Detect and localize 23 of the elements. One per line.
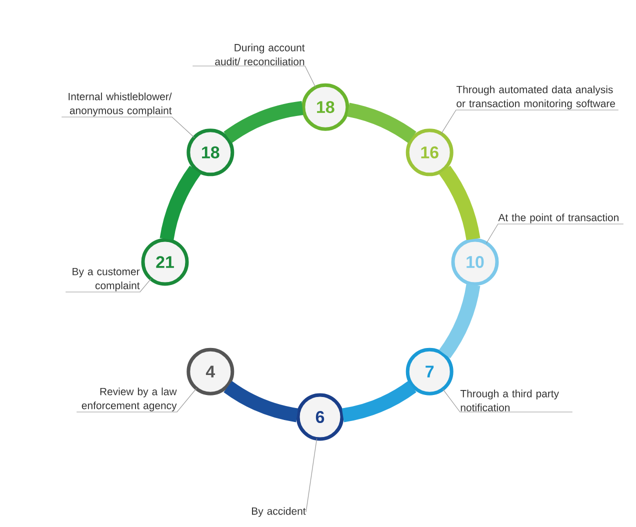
ring-arc (160, 166, 202, 240)
leader-line (76, 388, 197, 412)
leader-line (61, 116, 195, 138)
ring-arc (342, 380, 416, 422)
label-text: At the point of transaction (498, 214, 618, 224)
leader-line (192, 66, 316, 88)
leader-line (306, 438, 318, 512)
leader-line (442, 388, 573, 412)
label-text: Review by a law enforcement agency (82, 388, 177, 412)
ring-arc (438, 284, 480, 358)
leader-line (486, 224, 624, 244)
ring-arc (224, 380, 298, 422)
label-text: By a customer complaint (72, 268, 140, 292)
ring-arc (438, 166, 480, 240)
ring-arc (346, 102, 416, 144)
leader-line (65, 278, 152, 292)
label-text: Internal whistleblower/ anonymous complaint (68, 92, 172, 116)
label-text: Through automated data analysis or transaction monitoring software (456, 86, 615, 110)
leader-line (440, 110, 619, 134)
label-text: By accident (252, 507, 306, 517)
ring-arc (224, 101, 304, 144)
label-text: During account audit/ reconciliation (215, 44, 305, 66)
label-text: Through a third party notification (460, 390, 559, 412)
